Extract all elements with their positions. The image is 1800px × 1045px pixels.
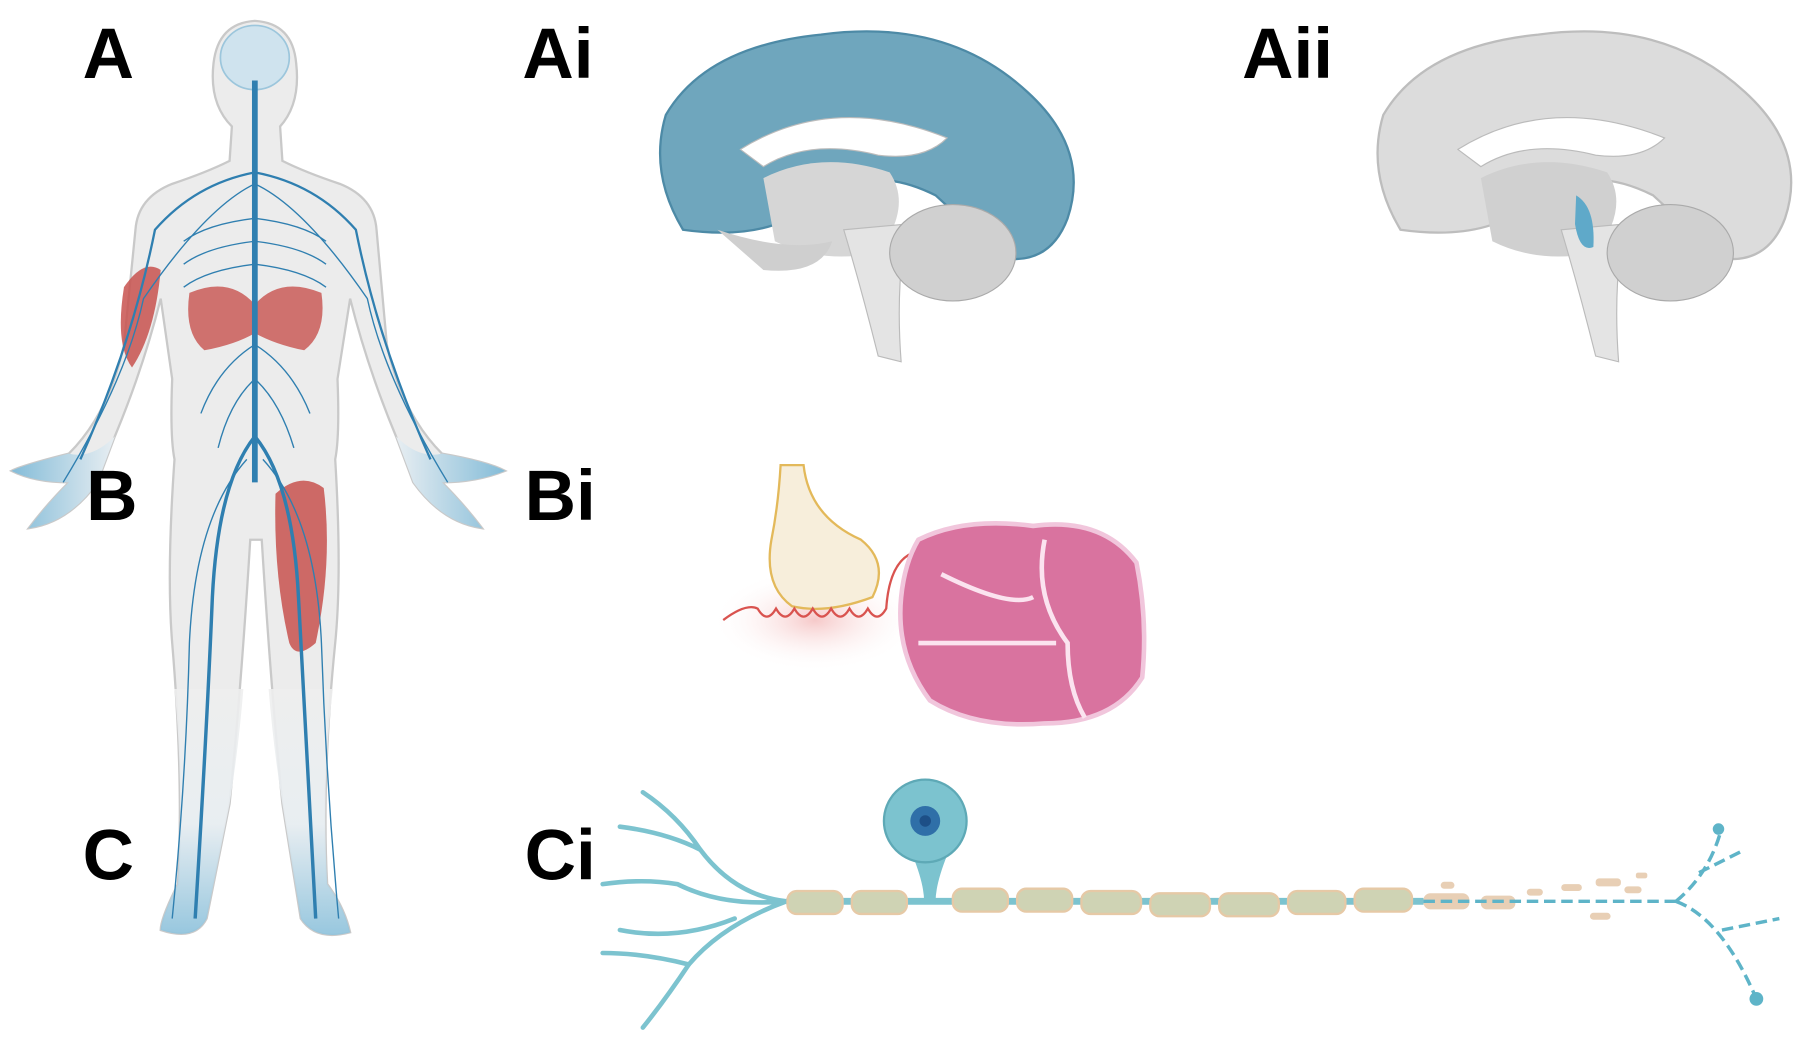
label-Bi: Bi [525, 457, 596, 536]
fragmented-axon-terminal [1423, 826, 1780, 1000]
label-Aii: Aii [1242, 15, 1333, 94]
label-B: B [86, 457, 137, 536]
corpus-callosum [739, 117, 949, 168]
terminal-bouton [1712, 823, 1725, 835]
left-hand-shading [11, 436, 115, 529]
degenerating-myelin-debris [1423, 872, 1648, 920]
nervous-system [62, 80, 449, 919]
postsynaptic-folds [722, 550, 919, 621]
nucleolus [919, 815, 931, 827]
temporal-lobe [717, 229, 833, 271]
human-body-illustration [8, 19, 508, 937]
nerve-left-arm [79, 171, 256, 460]
label-C: C [83, 817, 134, 896]
brain-cortex-highlighted [658, 30, 1075, 363]
axon-hillock [912, 855, 948, 902]
nerve-right-arm [254, 171, 432, 460]
dendrites [600, 789, 789, 1030]
myelin-sheaths [786, 887, 1414, 918]
neuromuscular-junction [711, 463, 1147, 727]
right-hand-shading [396, 436, 506, 529]
brain-brainstem-highlighted [1376, 30, 1793, 363]
cerebellum [889, 203, 1017, 302]
thigh-muscle [275, 480, 327, 652]
fascicle-septa [918, 539, 1087, 719]
motor-neuron [600, 778, 1780, 1030]
terminal-bouton [1749, 992, 1764, 1006]
cerebellum [1606, 203, 1734, 302]
corpus-callosum [1456, 117, 1666, 168]
brainstem-nucleus-highlight [1575, 195, 1594, 248]
label-Ci: Ci [525, 817, 596, 896]
motor-nerve-terminal [768, 463, 880, 610]
label-A: A [83, 15, 134, 94]
head-brain [219, 24, 291, 91]
muscle-fiber-cross-section [898, 521, 1147, 727]
label-Ai: Ai [522, 15, 593, 94]
